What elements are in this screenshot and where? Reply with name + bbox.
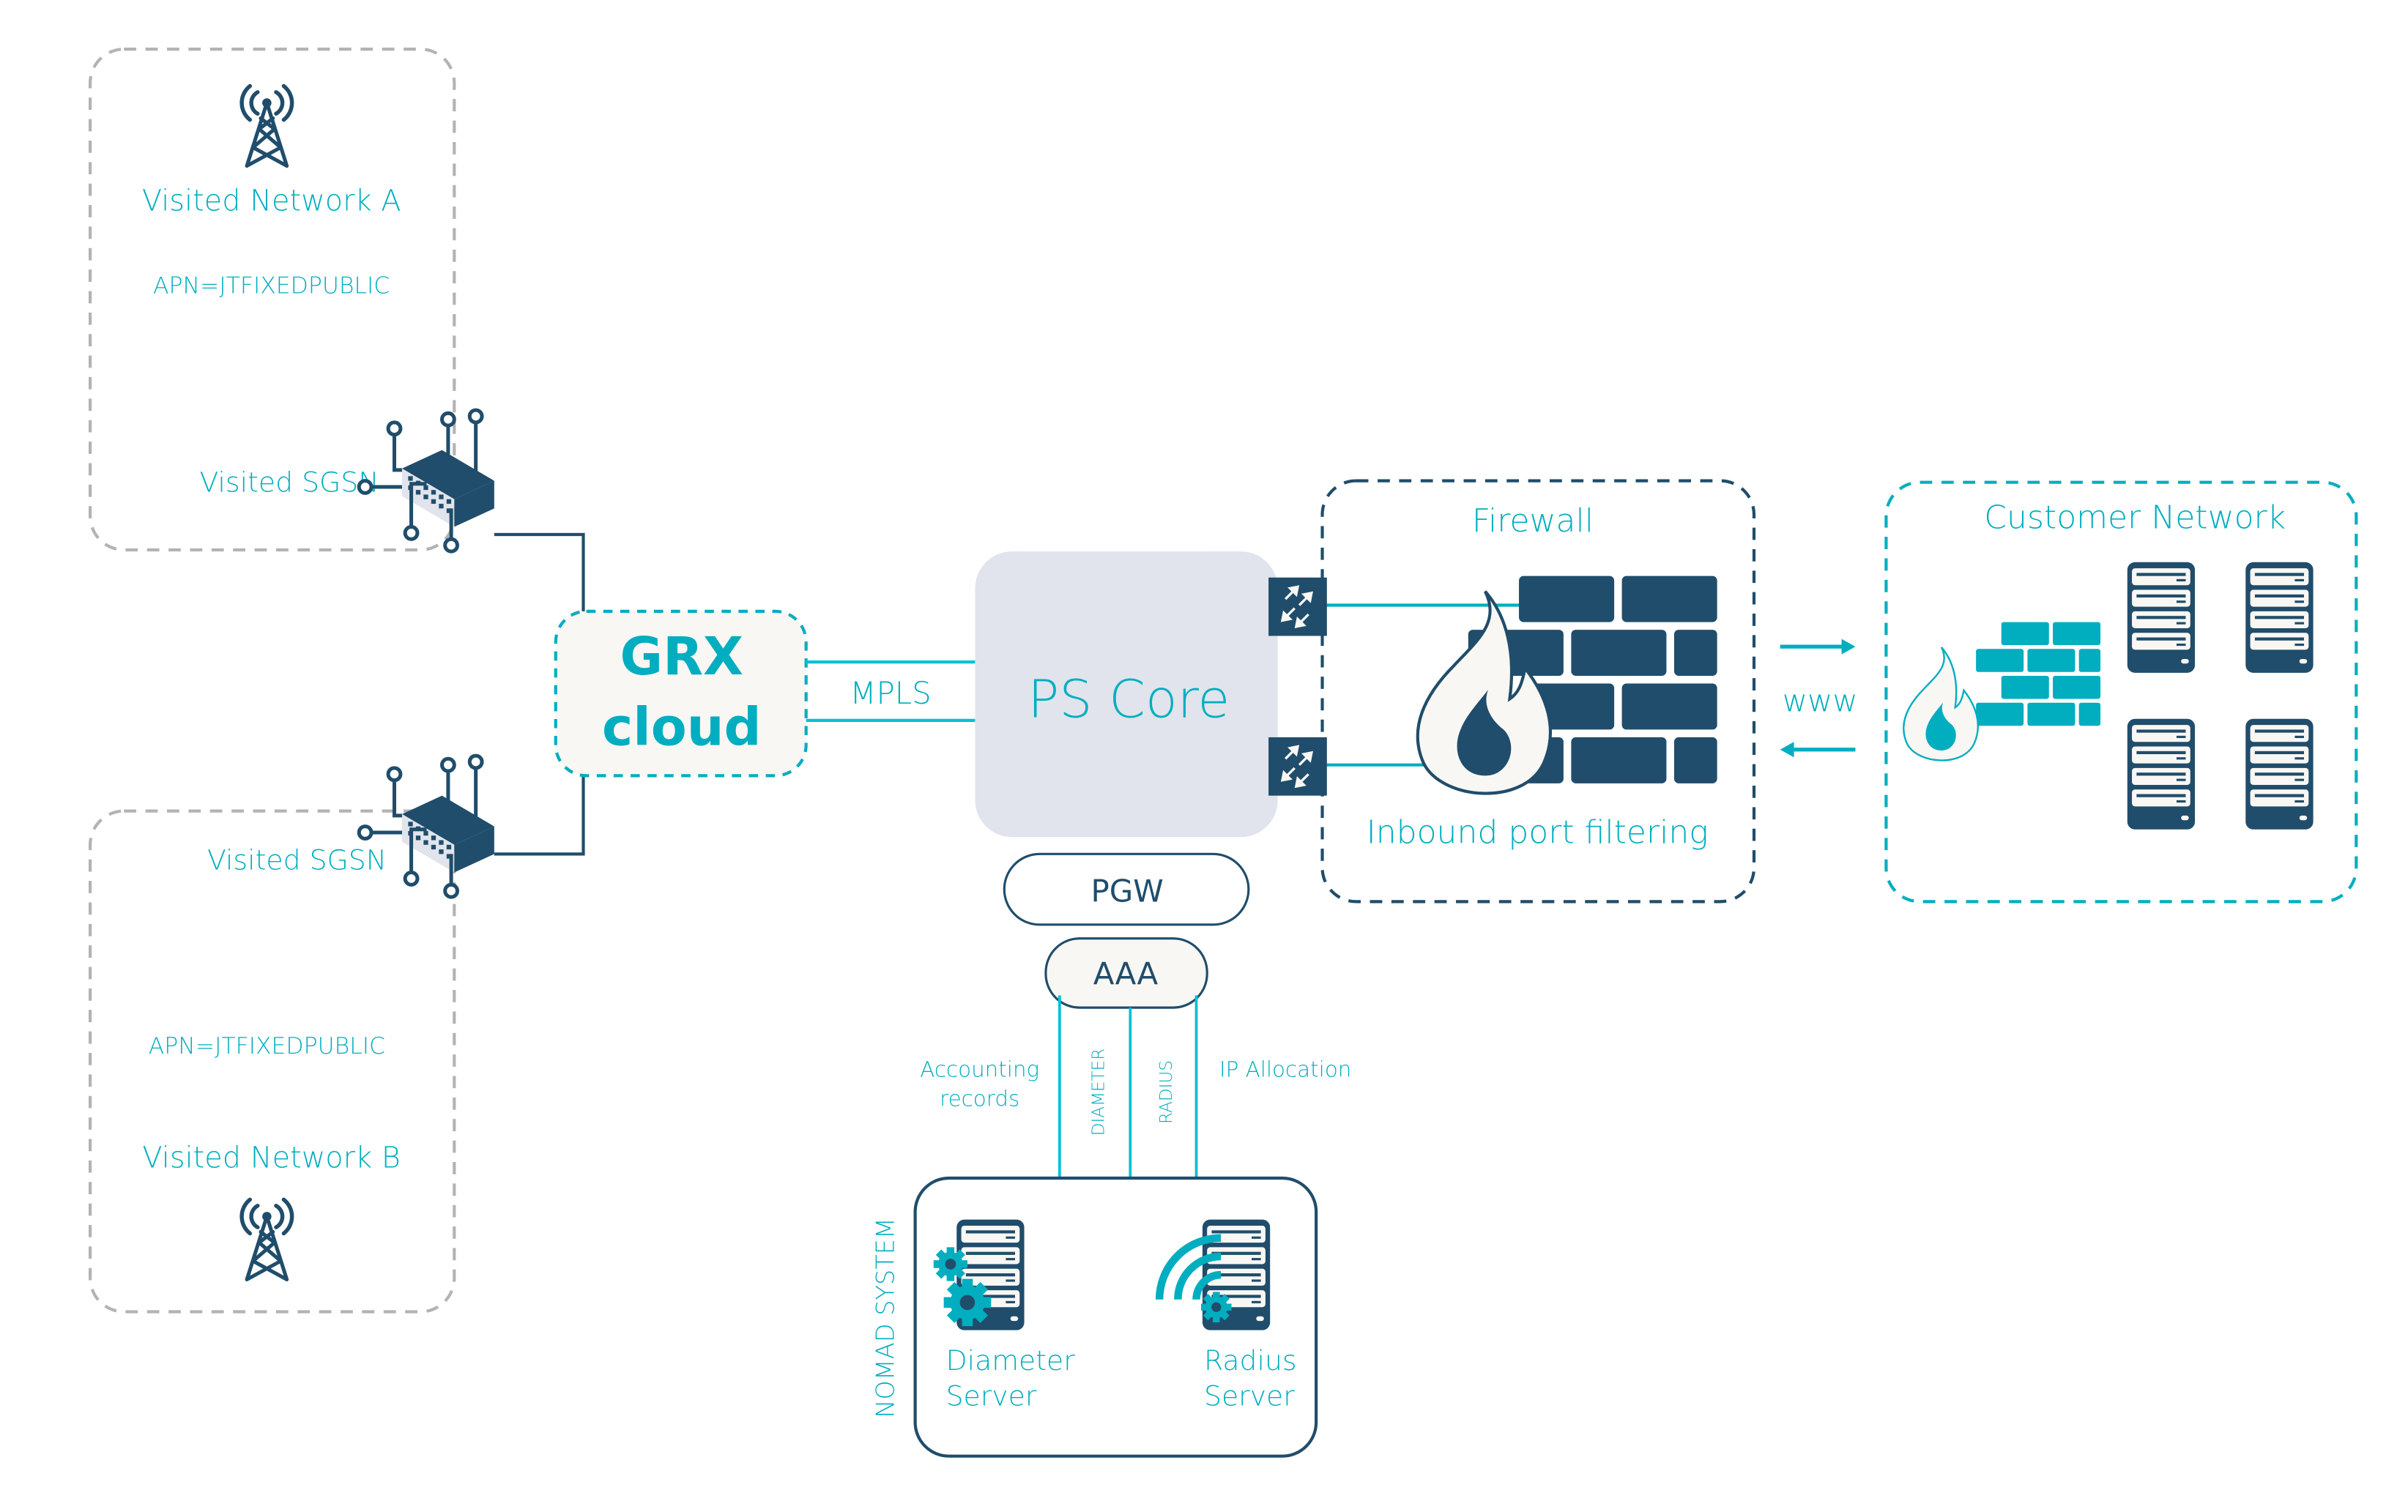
www-label: www	[1783, 682, 1858, 718]
radius-server-label-1: Radius	[1204, 1344, 1297, 1377]
customer-network: Customer Network	[1884, 480, 2358, 904]
sgsn-switch-icon	[359, 410, 494, 551]
server-icon	[2127, 562, 2196, 673]
customer-network-title: Customer Network	[1984, 499, 2286, 537]
diameter-server-label-2: Server	[946, 1379, 1037, 1412]
nomad-system-title: NOMAD SYSTEM	[871, 1218, 899, 1418]
visited-network-a: Visited Network A APN=JTFIXEDPUBLIC Visi…	[89, 48, 494, 552]
grx-cloud: GRX cloud	[554, 609, 808, 778]
radius-protocol-label: RADIUS	[1157, 1060, 1176, 1124]
visited-sgsn-a-label: Visited SGSN	[199, 466, 379, 498]
ps-core: PS Core	[975, 551, 1278, 838]
visited-network-b-boundary	[89, 809, 456, 1314]
arrow-left-icon	[1780, 742, 1794, 758]
nomad-system: NOMAD SYSTEM Diameter Server Radius Serv…	[871, 1176, 1318, 1458]
diameter-server-label-1: Diameter	[946, 1344, 1076, 1377]
ps-core-title: PS Core	[1028, 669, 1230, 730]
visited-network-b-title: Visited Network B	[142, 1141, 401, 1174]
accounting-records-label-1: Accounting	[920, 1057, 1039, 1082]
visited-network-a-apn: APN=JTFIXEDPUBLIC	[153, 273, 390, 299]
firewall-title: Firewall	[1472, 502, 1594, 540]
server-icon	[2245, 562, 2314, 673]
firewall-caption: Inbound port filtering	[1367, 814, 1709, 852]
server-icon	[2127, 718, 2196, 830]
grx-title: GRX	[620, 626, 743, 687]
radius-server-label-2: Server	[1204, 1379, 1295, 1412]
router-icon-bottom	[1267, 736, 1329, 797]
accounting-records-label-2: records	[940, 1086, 1019, 1111]
gear-icon	[933, 1247, 967, 1281]
visited-sgsn-b-label: Visited SGSN	[207, 843, 387, 876]
mpls-label: MPLS	[850, 675, 931, 711]
visited-network-b: Visited SGSN APN=JTFIXEDPUBLIC Visited N…	[89, 756, 494, 1314]
internet-link: www	[1780, 638, 1858, 758]
visited-network-b-apn: APN=JTFIXEDPUBLIC	[149, 1033, 385, 1059]
cell-tower-icon	[242, 1199, 292, 1279]
gear-icon	[943, 1278, 992, 1327]
pgw-node: PGW	[1003, 852, 1250, 926]
brick-wall-icon	[1976, 622, 2101, 726]
ip-allocation-label: IP Allocation	[1219, 1057, 1351, 1082]
server-icon	[2245, 718, 2314, 830]
arrow-right-icon	[1841, 638, 1856, 655]
router-icon-top	[1267, 576, 1329, 638]
diameter-protocol-label: DIAMETER	[1090, 1049, 1109, 1136]
visited-network-a-boundary	[89, 48, 456, 552]
sgsn-b-grx-link	[494, 775, 585, 856]
wireless-icon	[1155, 1234, 1222, 1300]
visited-network-a-title: Visited Network A	[142, 184, 401, 217]
flame-icon	[1903, 647, 1979, 761]
sgsn-a-grx-link	[494, 532, 585, 611]
grx-subtitle: cloud	[602, 696, 762, 757]
firewall-zone: Firewall Inbound port filtering	[1320, 479, 1756, 904]
cell-tower-icon	[242, 86, 292, 165]
gear-icon	[1201, 1292, 1232, 1322]
pgw-label: PGW	[1090, 873, 1163, 909]
aaa-node: AAA	[1044, 937, 1208, 1009]
aaa-label: AAA	[1093, 956, 1159, 992]
